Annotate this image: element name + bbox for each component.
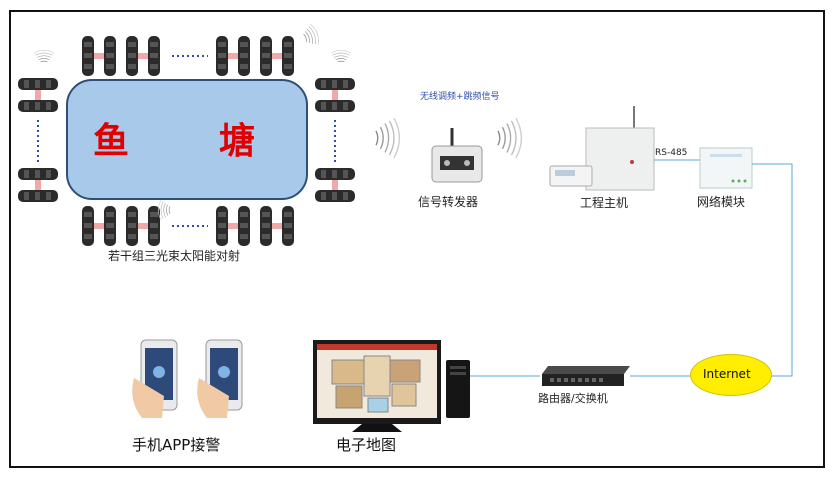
network-module-label: 网络模块 <box>697 195 746 209</box>
pond-label-pond: 塘 <box>219 120 258 162</box>
monitor-icon <box>313 340 470 432</box>
sensor-group-label: 若干组三光束太阳能对射 <box>108 249 241 263</box>
fish-pond <box>66 79 308 200</box>
router-switch-icon <box>542 366 630 386</box>
wireless-signal-icon <box>375 117 401 159</box>
network-module-icon <box>699 147 753 189</box>
host-label: 工程主机 <box>580 196 629 210</box>
signal-repeater-icon <box>431 128 483 183</box>
beam-sensor-icon <box>82 22 322 76</box>
alarm-host-icon <box>549 106 655 191</box>
router-label: 路由器/交换机 <box>538 392 608 405</box>
repeater-label: 信号转发器 <box>418 195 479 209</box>
internet-label: Internet <box>703 367 751 381</box>
wireless-signal-icon <box>497 117 523 159</box>
smartphone-icon <box>197 339 243 418</box>
smartphone-icon <box>132 339 178 418</box>
beam-sensor-icon <box>18 49 58 202</box>
internet-node <box>690 354 772 396</box>
electronic-map-label: 电子地图 <box>336 436 397 454</box>
app-alarm-label: 手机APP接警 <box>132 436 221 454</box>
rs485-label: RS-485 <box>655 148 688 158</box>
beam-sensor-icon <box>315 49 355 202</box>
beam-sensor-icon <box>82 199 294 246</box>
wireless-signal-label: 无线调频+跳频信号 <box>420 92 500 102</box>
pond-label-fish: 鱼 <box>93 120 132 162</box>
